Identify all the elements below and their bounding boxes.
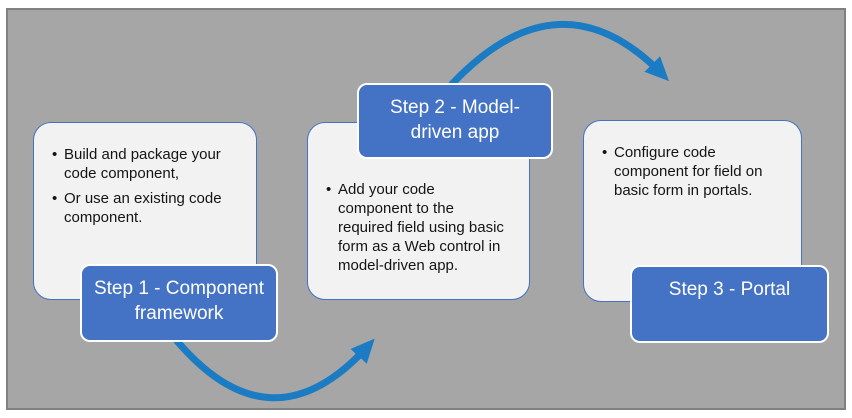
bullet-item: Build and package your code component, (52, 145, 240, 183)
step2-label-box: Step 2 - Model-driven app (357, 83, 553, 159)
step1-label-box: Step 1 - Component framework (80, 264, 278, 342)
step3-label-box: Step 3 - Portal (630, 265, 829, 343)
bullet-item: Add your code component to the required … (326, 180, 512, 275)
step3-bullet-list: Configure code component for field on ba… (584, 121, 801, 200)
step1-bullet-list: Build and package your code component, O… (34, 123, 256, 227)
step2-bullet-list: Add your code component to the required … (308, 123, 529, 275)
bullet-item: Configure code component for field on ba… (602, 143, 785, 200)
bullet-item: Or use an existing code component. (52, 189, 240, 227)
